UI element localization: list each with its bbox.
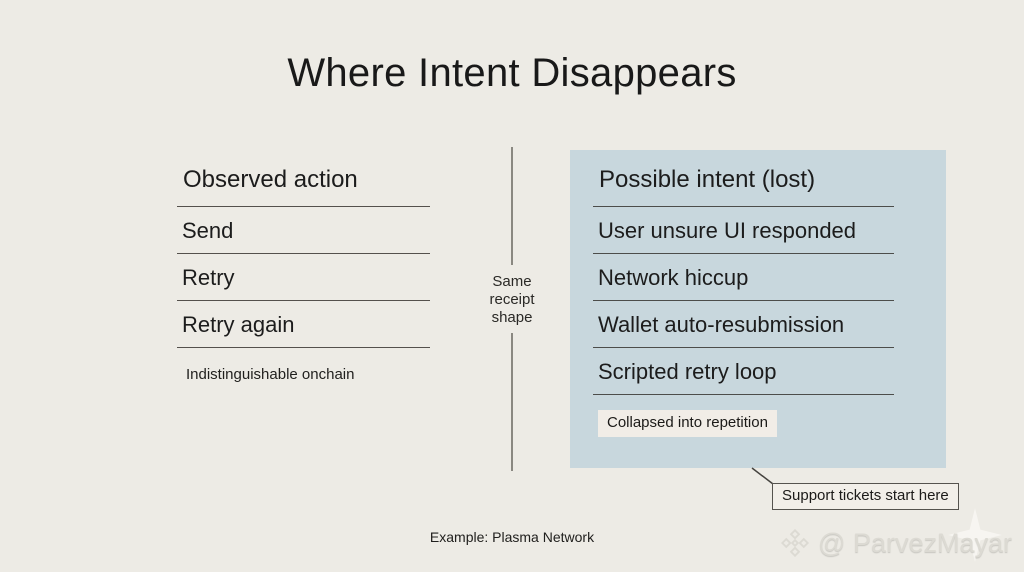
list-item-retry: Retry [177,254,430,301]
support-tickets-callout: Support tickets start here [772,483,959,510]
possible-intent-header: Possible intent (lost) [593,150,894,207]
connector-label-line: Same [492,273,532,290]
watermark-handle: @ ParvezMayar [818,528,1012,558]
list-item-wallet-resubmission: Wallet auto-resubmission [593,301,894,348]
list-item-scripted-retry: Scripted retry loop [593,348,894,395]
connector-label-line: shape [491,309,533,326]
connector-line-bottom [511,333,513,471]
list-item-retry-again: Retry again [177,301,430,348]
possible-intent-panel: Possible intent (lost) User unsure UI re… [570,150,946,468]
possible-intent-panel-inner: Possible intent (lost) User unsure UI re… [593,150,894,437]
indistinguishable-footnote: Indistinguishable onchain [186,366,355,383]
connector-line-top [511,147,513,265]
observed-actions-panel: Observed action Send Retry Retry again I… [177,150,430,384]
watermark: @ ParvezMayar [781,528,1012,558]
slide-title: Where Intent Disappears [287,51,737,95]
list-item-user-unsure: User unsure UI responded [593,207,894,254]
connector-label: Same receipt shape [466,273,558,327]
connector-label-line: receipt [489,291,535,308]
list-item-network-hiccup: Network hiccup [593,254,894,301]
collapsed-repetition-badge: Collapsed into repetition [598,410,777,437]
bnb-diamond-logo-icon [781,529,810,557]
callout-leader-line [751,467,774,485]
example-footer-note: Example: Plasma Network [429,529,595,545]
list-item-send: Send [177,207,430,254]
observed-actions-header: Observed action [177,150,430,207]
